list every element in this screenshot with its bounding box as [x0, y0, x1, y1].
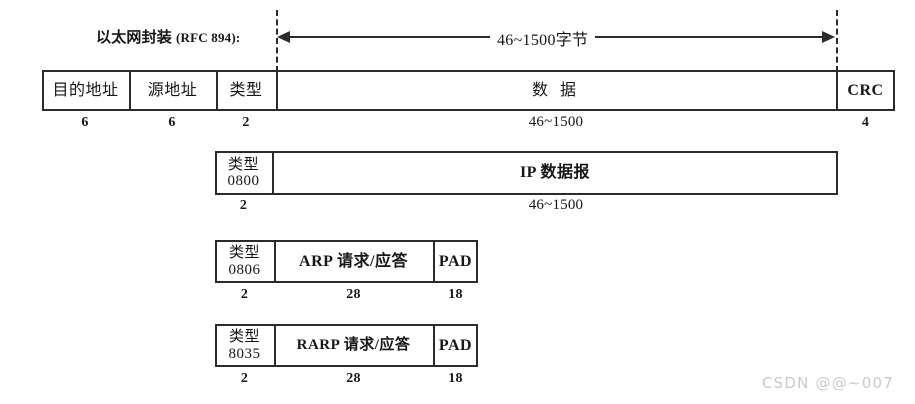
cell-source-address: 源地址 [147, 81, 198, 99]
dim-destination-address: 6 [81, 115, 89, 130]
dim-type-0806: 2 [240, 287, 249, 302]
rarp-divider-2 [433, 324, 435, 367]
dim-arp-pad: 18 [448, 287, 463, 302]
cell-ip-datagram: IP 数据报 [519, 164, 591, 182]
ethernet-encapsulation-label-cn: 以太网封装 [96, 30, 173, 46]
cell-type-0800: 类型 0800 [227, 156, 260, 189]
ethernet-encapsulation-label: 以太网封装 (RFC 894): [96, 26, 240, 47]
cell-rarp-request-reply: RARP 请求/应答 [296, 337, 411, 354]
dim-crc: 4 [861, 115, 870, 130]
cell-arp-request-reply: ARP 请求/应答 [299, 252, 408, 270]
rarp-divider-1 [274, 324, 276, 367]
payload-span-guide-right [836, 10, 838, 72]
ethernet-encapsulation-label-rfc: (RFC 894): [175, 30, 241, 45]
ethernet-divider-2 [216, 70, 218, 111]
cell-crc: CRC [847, 81, 884, 99]
ethernet-divider-1 [129, 70, 131, 111]
cell-destination-address: 目的地址 [52, 81, 119, 99]
cell-arp-pad: PAD [438, 252, 473, 270]
cell-type: 类型 [229, 81, 263, 99]
dim-type: 2 [242, 115, 250, 130]
dim-type-0800: 2 [239, 198, 248, 213]
cell-data: 数 据 [531, 81, 580, 99]
csdn-watermark: CSDN @@~007 [762, 374, 894, 392]
ethernet-divider-3 [276, 70, 278, 111]
dim-arp-request-reply: 28 [346, 287, 361, 302]
arp-divider-1 [274, 240, 276, 283]
dim-type-8035: 2 [240, 371, 249, 386]
dim-rarp-pad: 18 [448, 371, 463, 386]
arp-divider-2 [433, 240, 435, 283]
ip-datagram-row [215, 151, 838, 195]
arrow-left-icon [277, 31, 290, 43]
cell-rarp-pad: PAD [438, 336, 473, 354]
dim-data: 46~1500 [528, 114, 584, 130]
dim-ip-datagram: 46~1500 [528, 197, 584, 213]
dim-source-address: 6 [168, 115, 176, 130]
arrow-right-icon [822, 31, 835, 43]
dim-rarp-request-reply: 28 [346, 371, 361, 386]
cell-type-8035: 类型 8035 [228, 329, 261, 362]
payload-span-text: 46~1500字节 [490, 26, 596, 50]
ethernet-frame-row [42, 70, 895, 111]
ip-divider-1 [272, 151, 274, 195]
ethernet-divider-4 [836, 70, 838, 111]
cell-type-0806: 类型 0806 [228, 245, 261, 278]
